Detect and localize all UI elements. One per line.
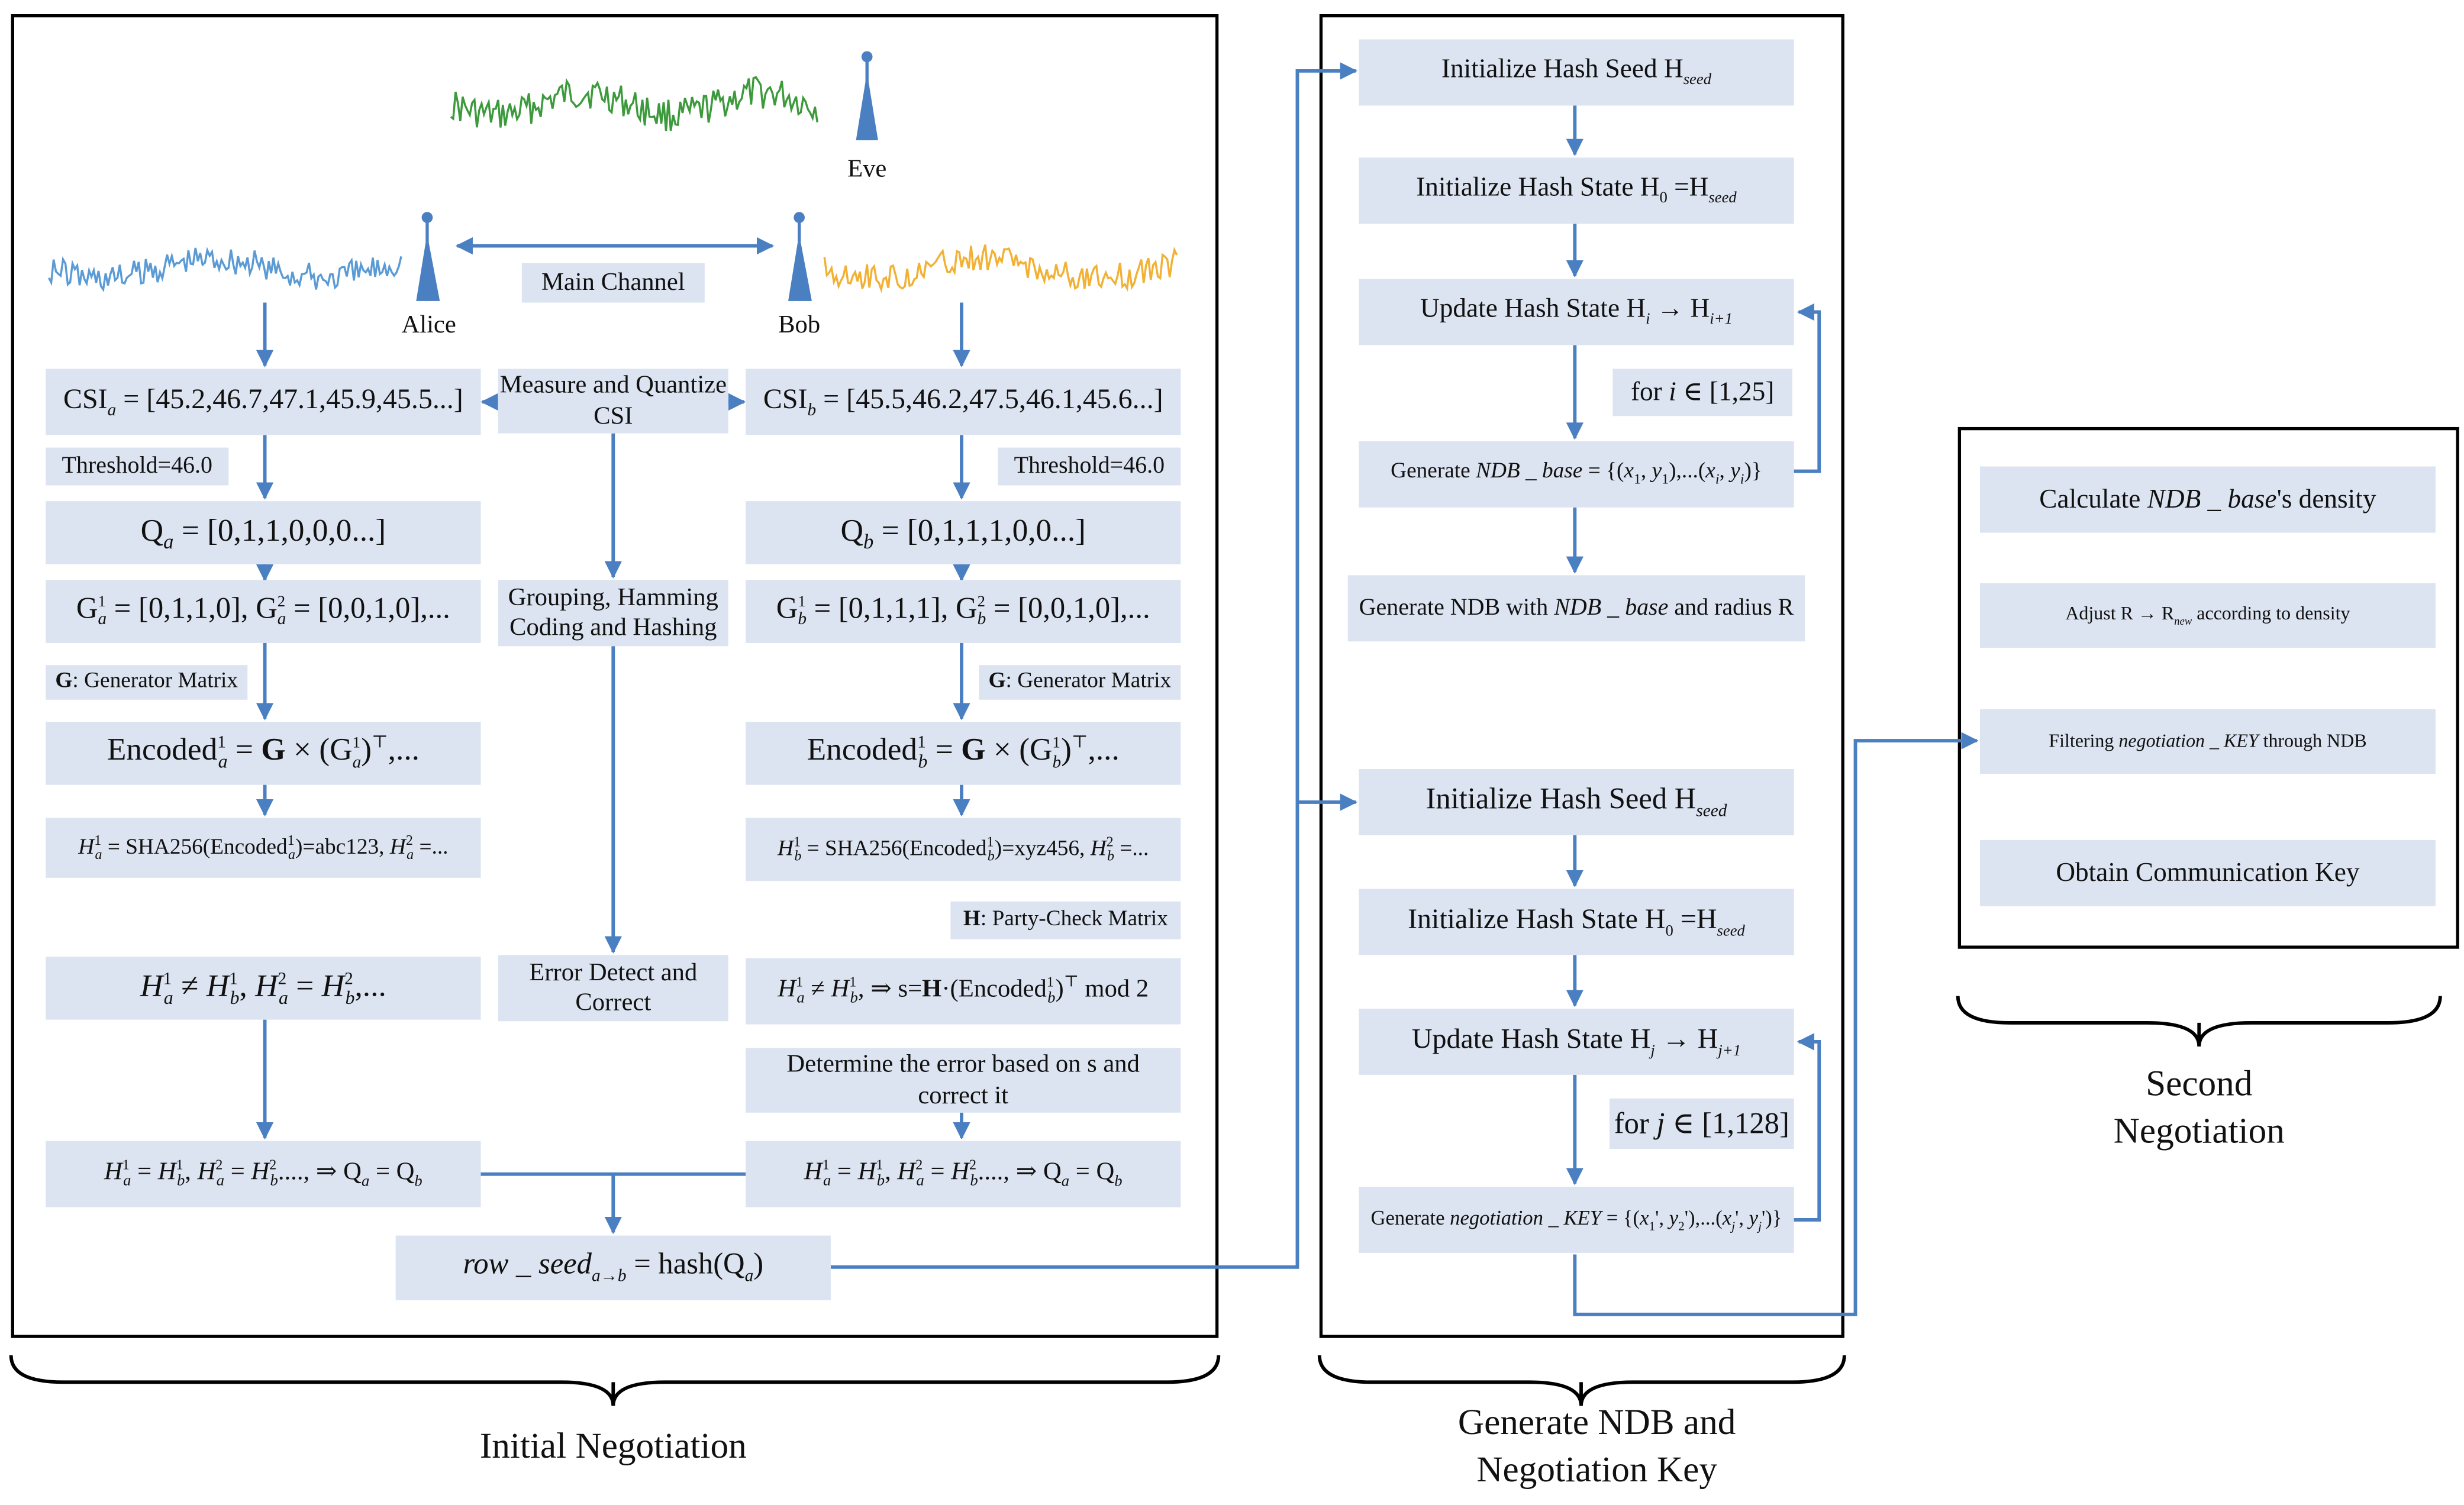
gen-ndb-box: Generate NDB with NDB _ base and radius … [1347, 575, 1805, 642]
init-seed-box-2: Initialize Hash Seed Hseed [1359, 769, 1794, 835]
gen-key-box: Generate negotiation _ KEY = {(x1', y2')… [1359, 1186, 1794, 1253]
threshold-alice-label: Threshold=46.0 [46, 447, 229, 486]
gen-base-box: Generate NDB _ base = {(x1, y1),...(xi, … [1359, 441, 1794, 508]
obtain-key-box: Obtain Communication Key [1979, 839, 2436, 906]
threshold-bob-label: Threshold=46.0 [998, 447, 1181, 486]
loop-label-1: for i ∈ [1,25] [1612, 369, 1792, 416]
error-detect-box: Error Detect and Correct [498, 955, 728, 1022]
adjust-r-box: Adjust R → Rnew according to density [1979, 583, 2436, 648]
generator-matrix-alice-label: G: Generator Matrix [46, 665, 248, 700]
hash-alice-box: H1a = SHA256(Encoded1a)=abc123, H2a =... [46, 818, 481, 878]
quantized-bob-box: Qb = [0,1,1,1,0,0...] [746, 501, 1181, 564]
grouping-hashing-box: Grouping, Hamming Coding and Hashing [498, 580, 728, 647]
eve-signal-wave [450, 76, 818, 131]
second-negotiation-frame [1957, 427, 2459, 949]
eve-label: Eve [847, 156, 887, 183]
encoded-bob-box: Encoded1b = G × (G1b)⊤,... [746, 722, 1181, 785]
antenna-icon-eve [856, 51, 878, 141]
alice-label: Alice [401, 312, 456, 339]
csi-alice-box: CSIa = [45.2,46.7,47.1,45.9,45.5...] [46, 369, 481, 435]
result-alice-box: H1a = H1b, H2a = H2b...., ⇒ Qa = Qb [46, 1141, 481, 1207]
hash-bob-box: H1b = SHA256(Encoded1b)=xyz456, H2b =... [746, 818, 1181, 881]
determine-error-box: Determine the error based on s and corre… [746, 1048, 1181, 1113]
calc-density-box: Calculate NDB _ base's density [1979, 466, 2436, 533]
update-state-box-2: Update Hash State Hj → Hj+1 [1359, 1008, 1794, 1075]
antenna-icon-bob [788, 212, 812, 301]
init-state-box-1: Initialize Hash State H0 =Hseed [1359, 157, 1794, 224]
quantized-alice-box: Qa = [0,1,1,0,0,0...] [46, 501, 481, 564]
csi-bob-box: CSIb = [45.5,46.2,47.5,46.1,45.6...] [746, 369, 1181, 435]
result-bob-box: H1a = H1b, H2a = H2b...., ⇒ Qa = Qb [746, 1141, 1181, 1207]
caption-second-negotiation: Second Negotiation [2113, 1064, 2285, 1151]
measure-quantize-box: Measure and Quantize CSI [498, 369, 728, 434]
bob-label: Bob [778, 312, 821, 339]
compare-alice-box: H1a ≠ H1b, H2a = H2b,... [46, 957, 481, 1020]
antenna-icon-alice [416, 212, 440, 301]
init-state-box-2: Initialize Hash State H0 =Hseed [1359, 889, 1794, 955]
initial-negotiation-frame [11, 14, 1219, 1338]
update-state-box-1: Update Hash State Hi → Hi+1 [1359, 279, 1794, 345]
parity-check-matrix-label: H: Party-Check Matrix [950, 901, 1181, 939]
caption-generate-ndb: Generate NDB and Negotiation Key [1457, 1402, 1736, 1490]
main-channel-box: Main Channel [521, 263, 705, 303]
row-seed-box: row _ seeda→b = hash(Qa) [395, 1235, 831, 1300]
bob-signal-wave [823, 244, 1178, 293]
alice-signal-wave [48, 247, 402, 293]
ndb-frame [1319, 14, 1844, 1338]
syndrome-bob-box: H1a ≠ H1b, ⇒ s=H·(Encoded1b)⊤ mod 2 [746, 958, 1181, 1025]
filter-key-box: Filtering negotiation _ KEY through NDB [1979, 709, 2436, 774]
init-seed-box-1: Initialize Hash Seed Hseed [1359, 39, 1794, 106]
generator-matrix-bob-label: G: Generator Matrix [979, 665, 1181, 700]
caption-initial-negotiation: Initial Negotiation [479, 1426, 747, 1466]
encoded-alice-box: Encoded1a = G × (G1a)⊤,... [46, 722, 481, 785]
group-bob-box: G1b = [0,1,1,1], G2b = [0,0,1,0],... [746, 580, 1181, 643]
group-alice-box: G1a = [0,1,1,0], G2a = [0,0,1,0],... [46, 580, 481, 643]
loop-label-2: for j ∈ [1,128] [1609, 1098, 1794, 1149]
